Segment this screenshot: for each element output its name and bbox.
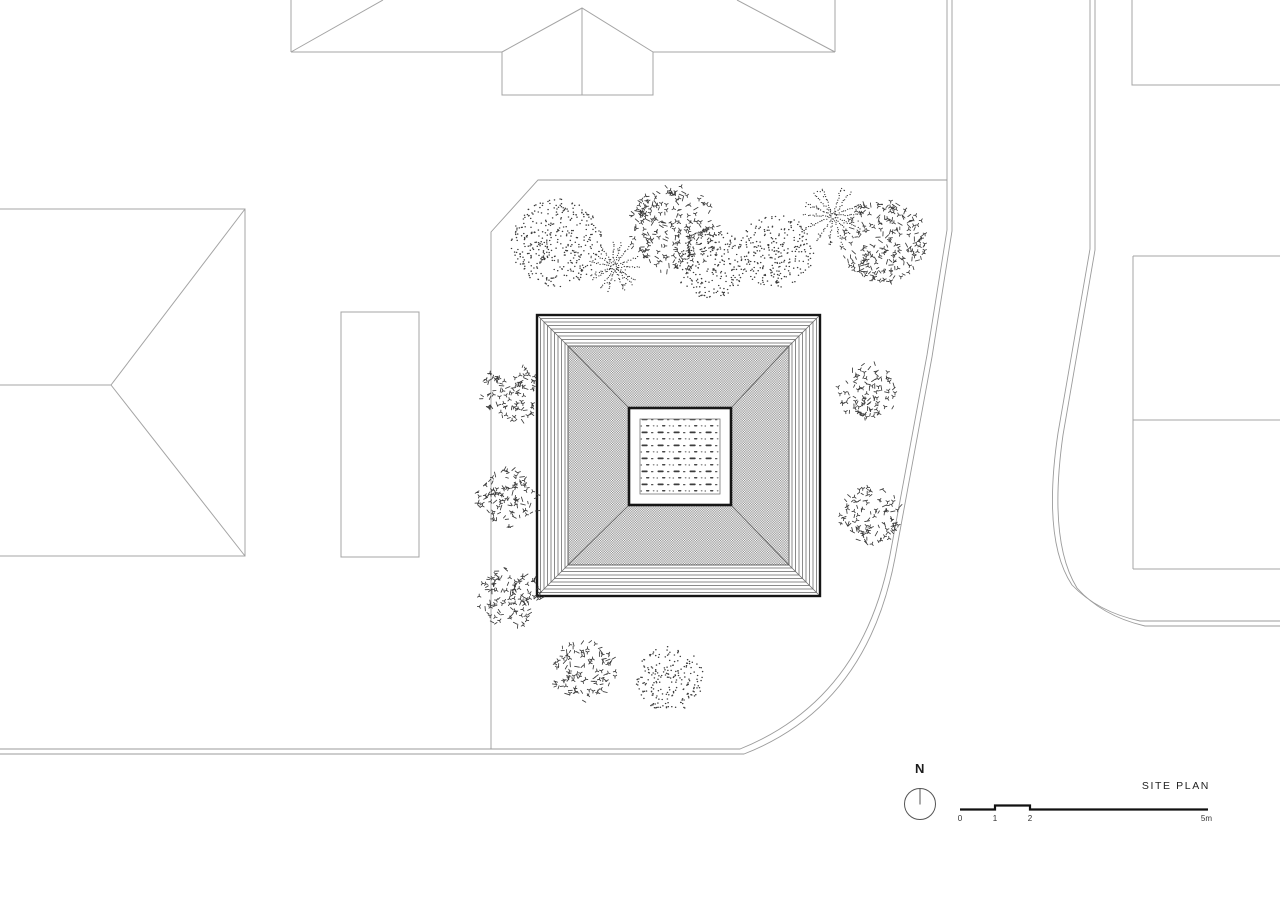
tree-leafy [835, 361, 898, 421]
tree-dotted [510, 198, 603, 288]
tree-leafy [839, 199, 928, 285]
context-building-top-right [1131, 0, 1280, 86]
tree-leafy [628, 184, 721, 275]
tree-leafy [838, 484, 903, 546]
tree-dotted [635, 646, 704, 709]
tree-leafy [476, 567, 545, 629]
road-east [1052, 0, 1280, 627]
scale-tick-label-0: 0 [957, 814, 963, 823]
context-building-left [0, 208, 246, 557]
scale-tick-label-1: 1 [992, 814, 998, 823]
north-label: N [915, 761, 925, 776]
tree-leafy [551, 640, 618, 703]
scale-bar [960, 804, 1208, 811]
tree-starburst [802, 187, 864, 246]
main-building [535, 313, 822, 598]
site-boundary [490, 179, 947, 749]
roof-eave-stripes [537, 315, 820, 596]
tree-dotted [674, 230, 748, 299]
tree-dotted [738, 215, 815, 288]
scale-tick-label-2: 2 [1027, 814, 1033, 823]
tree-leafy [474, 466, 541, 529]
plan-title: SITE PLAN [1141, 780, 1210, 792]
building-outline [535, 313, 822, 598]
trees-layer [474, 184, 928, 709]
scale-tick-label-5m: 5m [1200, 814, 1212, 823]
context-building-annex [340, 311, 420, 558]
context-building-right [1132, 255, 1280, 570]
roof-hip-lines [567, 345, 790, 566]
context-building-top [290, 0, 836, 96]
north-arrow-icon [904, 788, 936, 820]
eave-corner-miters [537, 315, 820, 596]
tree-leafy [479, 364, 537, 424]
road-main [0, 0, 953, 755]
courtyard-sand-garden [639, 418, 721, 495]
tree-starburst [589, 241, 640, 293]
